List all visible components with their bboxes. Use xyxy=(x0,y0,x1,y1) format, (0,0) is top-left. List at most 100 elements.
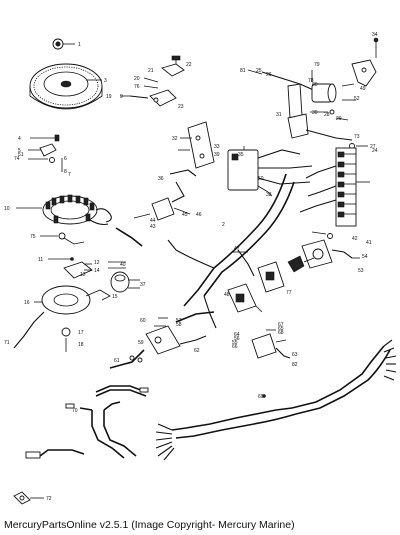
callout-17: 17 xyxy=(78,330,84,336)
trigger-assembly xyxy=(13,257,111,352)
callout-53: 53 xyxy=(358,268,364,274)
callout-12: 12 xyxy=(94,260,100,266)
callout-46: 46 xyxy=(196,212,202,218)
callout-71: 71 xyxy=(4,340,10,346)
callout-78: 78 xyxy=(308,78,314,84)
callout-39: 39 xyxy=(214,152,220,158)
callout-31: 31 xyxy=(276,112,282,118)
callout-38: 38 xyxy=(266,192,272,198)
callout-51: 51 xyxy=(18,152,24,158)
image-credit: MercuryPartsOnline v2.5.1 (Image Copyrig… xyxy=(4,519,295,531)
callout-19: 19 xyxy=(106,94,112,100)
callout-33: 33 xyxy=(214,144,220,150)
callout-56: 56 xyxy=(234,336,240,342)
callout-80: 80 xyxy=(312,82,318,88)
callout-13: 13 xyxy=(80,272,86,278)
mounting-plate-lower xyxy=(227,261,285,313)
callout-35: 35 xyxy=(238,152,244,158)
callout-77: 77 xyxy=(286,290,292,296)
callout-61: 61 xyxy=(114,358,120,364)
callout-34: 34 xyxy=(372,32,378,38)
callout-59: 59 xyxy=(138,340,144,346)
callout-42: 42 xyxy=(352,236,358,242)
callout-68: 68 xyxy=(278,330,284,336)
callout-52: 52 xyxy=(354,96,360,102)
callout-49: 49 xyxy=(360,86,366,92)
ignition-coil xyxy=(108,261,140,293)
callout-10: 10 xyxy=(4,206,10,212)
callout-labels: 1 2 3 4 5 6 7 8 9 10 11 12 13 14 15 16 1… xyxy=(4,32,378,502)
callout-22: 22 xyxy=(186,62,192,68)
callout-21: 21 xyxy=(148,68,154,74)
key-switch xyxy=(287,231,360,273)
callout-47: 47 xyxy=(234,246,240,252)
neutral-switch xyxy=(251,329,291,359)
callout-44: 44 xyxy=(150,218,156,224)
callout-8: 8 xyxy=(64,169,67,175)
callout-18: 18 xyxy=(78,342,84,348)
switch-bracket-upper xyxy=(120,55,185,107)
callout-43: 43 xyxy=(150,224,156,230)
callout-41: 41 xyxy=(366,240,372,246)
switch-box xyxy=(227,146,313,197)
callout-81: 81 xyxy=(240,68,246,74)
rectifier xyxy=(115,197,191,247)
callout-57: 57 xyxy=(176,318,182,324)
starter-solenoid xyxy=(247,37,379,149)
callout-2: 2 xyxy=(222,222,225,228)
callout-48: 48 xyxy=(224,292,230,298)
callout-67: 67 xyxy=(278,322,284,328)
callout-63: 63 xyxy=(292,352,298,358)
callout-64: 64 xyxy=(234,332,240,338)
callout-73: 73 xyxy=(354,134,360,140)
callout-74: 74 xyxy=(14,156,20,162)
callout-75: 75 xyxy=(30,234,36,240)
callout-37: 37 xyxy=(140,282,146,288)
battery-cables xyxy=(25,385,149,459)
callout-4: 4 xyxy=(18,136,21,142)
callout-30: 30 xyxy=(312,110,318,116)
callout-70: 70 xyxy=(72,408,78,414)
callout-82: 82 xyxy=(292,362,298,368)
mounting-plate xyxy=(169,121,215,203)
callout-54: 54 xyxy=(362,254,368,260)
callout-16: 16 xyxy=(24,300,30,306)
callout-9: 9 xyxy=(120,94,123,100)
callout-62: 62 xyxy=(194,348,200,354)
callout-45: 45 xyxy=(182,212,188,218)
flywheel xyxy=(29,38,103,110)
callout-76: 76 xyxy=(134,84,140,90)
callout-3: 3 xyxy=(104,78,107,84)
callout-14: 14 xyxy=(94,268,100,274)
callout-28: 28 xyxy=(324,112,330,118)
callout-72: 72 xyxy=(46,496,52,502)
callout-55: 55 xyxy=(232,340,238,346)
callout-24: 24 xyxy=(372,148,378,154)
callout-23: 23 xyxy=(178,104,184,110)
callout-26: 26 xyxy=(266,72,272,78)
callout-66: 66 xyxy=(232,344,238,350)
callout-58: 58 xyxy=(176,322,182,328)
battery-harness xyxy=(155,339,397,461)
callout-7: 7 xyxy=(68,172,71,178)
callout-5: 5 xyxy=(18,148,21,154)
callout-36: 36 xyxy=(158,176,164,182)
callout-65: 65 xyxy=(278,326,284,332)
callout-60: 60 xyxy=(140,318,146,324)
callout-29: 29 xyxy=(336,116,342,122)
callout-1: 1 xyxy=(78,42,81,48)
callout-79: 79 xyxy=(314,62,320,68)
terminal-clamp xyxy=(13,491,44,505)
parts-exploded-diagram: 1 2 3 4 5 6 7 8 9 10 11 12 13 14 15 16 1… xyxy=(4,32,397,505)
main-wiring-harness xyxy=(167,173,295,329)
callout-11: 11 xyxy=(38,257,43,263)
callout-20: 20 xyxy=(134,76,140,82)
stator-assembly xyxy=(16,134,112,245)
callout-15: 15 xyxy=(112,294,118,300)
callout-40: 40 xyxy=(120,262,126,268)
callout-32: 32 xyxy=(172,136,178,142)
stop-switch xyxy=(109,311,215,369)
callout-50: 50 xyxy=(258,176,264,182)
terminal-block xyxy=(299,147,370,227)
callout-25: 25 xyxy=(256,68,262,74)
